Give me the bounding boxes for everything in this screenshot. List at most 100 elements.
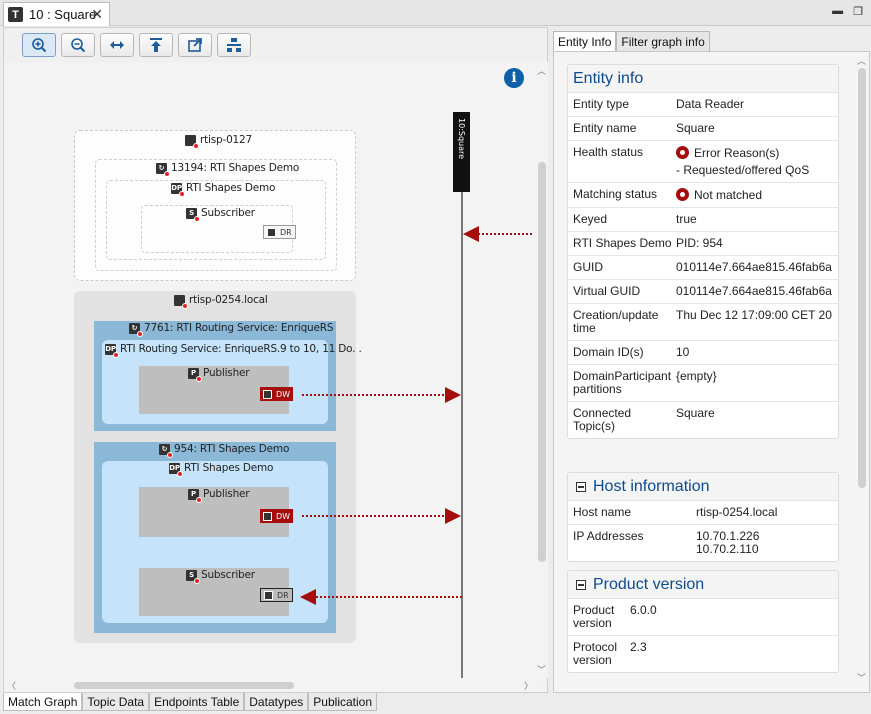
fit-width-button[interactable] — [100, 33, 134, 57]
document-tab-title: 10 : Square — [29, 7, 97, 22]
section-title: Product version — [593, 575, 705, 593]
row-key: GUID — [573, 260, 603, 274]
data-reader-chip-selected[interactable]: DR — [260, 588, 293, 602]
zoom-out-button[interactable] — [61, 33, 95, 57]
scroll-thumb[interactable] — [538, 162, 546, 562]
row-value: Square — [676, 121, 715, 135]
layout-icon — [227, 38, 241, 52]
scroll-up-icon[interactable]: ︿ — [857, 56, 867, 66]
process-icon: ↻ — [156, 162, 170, 177]
scroll-thumb[interactable] — [858, 68, 866, 488]
process-icon: ↻ — [129, 322, 143, 337]
editor-tab-bar: T 10 : Square ✕ ▬ ❐ — [0, 0, 871, 26]
row-key: Product version — [573, 603, 615, 630]
minimize-icon[interactable]: ▬ — [832, 5, 844, 17]
restore-icon[interactable]: ❐ — [853, 6, 863, 18]
scroll-down-icon[interactable]: ﹀ — [857, 673, 867, 683]
tab-topic-data[interactable]: Topic Data — [82, 693, 150, 711]
tab-match-graph[interactable]: Match Graph — [3, 693, 83, 711]
info-row: Protocol version 2.3 — [568, 636, 838, 672]
publisher-icon: P — [188, 367, 202, 382]
section-header[interactable]: Product version — [568, 571, 838, 599]
ip-address: 10.70.2.110 — [696, 542, 759, 556]
tab-datatypes[interactable]: Datatypes — [244, 693, 309, 711]
data-writer-chip[interactable]: DW — [260, 387, 294, 401]
participant-icon: DP — [105, 343, 119, 358]
layout-button[interactable] — [217, 33, 251, 57]
export-button[interactable] — [178, 33, 212, 57]
scroll-thumb[interactable] — [74, 682, 294, 689]
subscriber-icon: S — [186, 207, 200, 222]
scroll-down-icon[interactable]: ﹀ — [537, 665, 547, 675]
collapse-icon[interactable] — [576, 579, 586, 590]
row-key: Creation/update time — [573, 308, 659, 335]
topic-icon: T — [8, 7, 23, 22]
ip-address: 10.70.1.226 — [696, 529, 760, 543]
row-key: Entity type — [573, 97, 630, 111]
graph-vertical-scrollbar[interactable]: ︿ ﹀ — [536, 62, 548, 678]
process-node[interactable]: ↻7761: RTI Routing Service: EnriqueRS DP… — [94, 321, 362, 431]
row-key: Keyed — [573, 212, 608, 226]
row-key: Protocol version — [573, 640, 618, 667]
info-row: Connected Topic(s) Square — [568, 402, 838, 438]
host-node[interactable]: rtisp-0254.local ↻7761: RTI Routing Serv… — [74, 291, 362, 643]
tab-entity-info[interactable]: Entity Info — [553, 31, 617, 51]
row-value: true — [676, 212, 697, 226]
window-controls: ▬ ❐ — [832, 5, 863, 18]
reader-icon — [267, 227, 276, 237]
scroll-right-icon[interactable]: 〉 — [523, 681, 533, 691]
info-vertical-scrollbar[interactable]: ︿ ﹀ — [856, 54, 867, 684]
info-icon[interactable]: i — [504, 68, 524, 88]
zoom-in-icon — [32, 38, 47, 53]
health-status-reason: - Requested/offered QoS — [676, 163, 810, 177]
row-key: Connected Topic(s) — [573, 406, 632, 433]
document-tab[interactable]: T 10 : Square ✕ — [3, 2, 110, 26]
row-value: 2.3 — [630, 640, 647, 654]
row-key: Matching status — [573, 187, 658, 201]
graph-horizontal-scrollbar[interactable]: 〈 〉 — [4, 678, 536, 692]
topic-node[interactable]: 10:Square — [453, 112, 470, 192]
tab-endpoints-table[interactable]: Endpoints Table — [149, 693, 245, 711]
collapse-icon[interactable] — [576, 481, 586, 492]
fit-width-icon — [110, 41, 124, 49]
align-top-button[interactable] — [139, 33, 173, 57]
info-row: Keyed true — [568, 208, 838, 232]
process-icon: ↻ — [159, 443, 173, 458]
section-header[interactable]: Host information — [568, 473, 838, 501]
data-reader-chip[interactable]: DR — [263, 225, 296, 239]
close-icon[interactable]: ✕ — [91, 6, 103, 22]
scroll-left-icon[interactable]: 〈 — [7, 681, 17, 691]
host-icon — [174, 294, 188, 309]
data-writer-chip[interactable]: DW — [260, 509, 294, 523]
row-value: Square — [676, 406, 715, 420]
host-label: rtisp-0127 — [185, 134, 252, 149]
tab-filter-graph-info[interactable]: Filter graph info — [616, 31, 710, 51]
bottom-view-tabs: Match Graph Topic Data Endpoints Table D… — [3, 693, 378, 711]
topic-timeline — [461, 188, 463, 678]
health-status-value: Error Reason(s) — [694, 146, 780, 160]
scroll-up-icon[interactable]: ︿ — [537, 66, 547, 76]
zoom-in-button[interactable] — [22, 33, 56, 57]
tab-publication[interactable]: Publication — [308, 693, 378, 711]
